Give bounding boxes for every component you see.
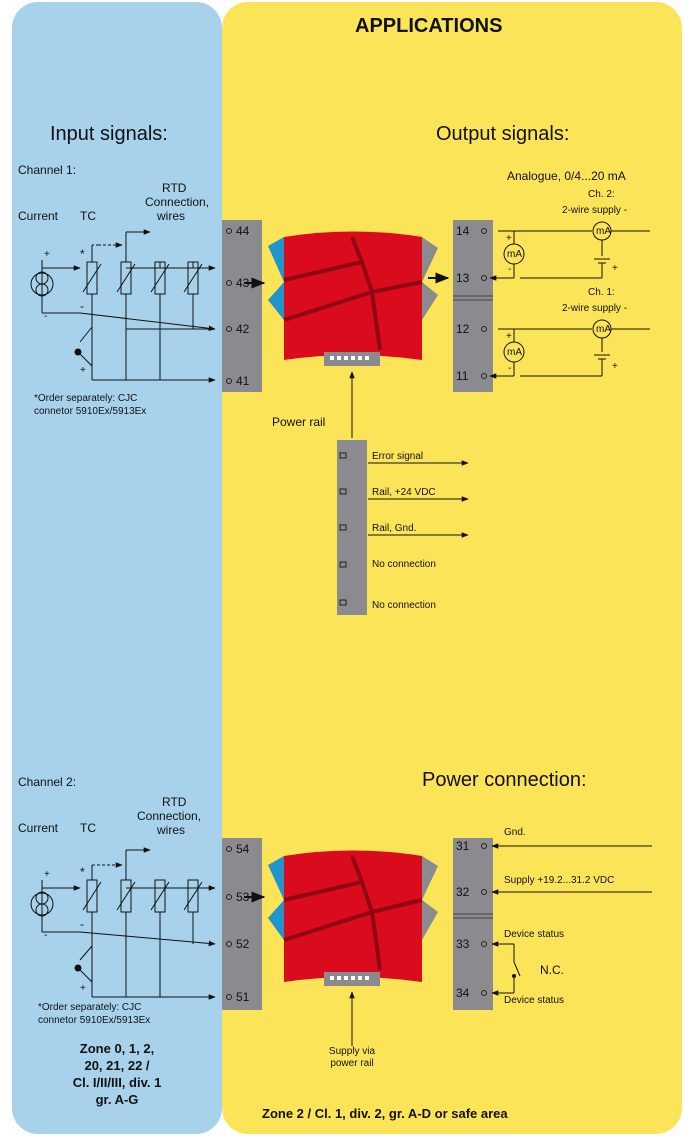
isolator-module-top xyxy=(268,231,438,366)
ma-supply-ch2-label: mA xyxy=(596,226,611,237)
current-label-1: Current xyxy=(18,209,59,223)
minus-sign: - xyxy=(80,299,84,313)
channel-1-label: Channel 1: xyxy=(18,163,77,177)
hazard-zone-line-1: Zone 0, 1, 2, xyxy=(79,1041,155,1056)
terminal-33: 33 xyxy=(456,937,470,951)
plus-sign: + xyxy=(506,331,512,342)
hazard-zone-line-4: gr. A-G xyxy=(95,1092,139,1107)
ch1-label: Ch. 1: xyxy=(588,287,615,298)
plus-sign: + xyxy=(44,249,50,260)
minus-sign: - xyxy=(508,363,512,374)
terminal-strips xyxy=(222,220,493,1010)
analogue-label: Analogue, 0/4...20 mA xyxy=(507,169,626,183)
page-title: APPLICATIONS xyxy=(355,15,503,37)
ch2-label: Ch. 2: xyxy=(588,189,615,200)
terminal-14: 14 xyxy=(456,224,470,238)
terminal-42: 42 xyxy=(236,322,250,336)
tc-label-2: TC xyxy=(80,821,96,835)
supply-via-line-2: power rail xyxy=(330,1058,374,1069)
device-status-1: Device status xyxy=(504,929,565,940)
plus-sign: + xyxy=(80,983,86,994)
rail-no-connection-1: No connection xyxy=(372,559,436,570)
star-mark: * xyxy=(80,865,85,879)
terminal-34: 34 xyxy=(456,986,470,1000)
hazardous-zone-panel xyxy=(12,2,222,1134)
ma-meter-ch2-label: mA xyxy=(507,249,522,260)
rail-24vdc: Rail, +24 VDC xyxy=(372,487,436,498)
terminal-43: 43 xyxy=(236,276,250,290)
nc-label: N.C. xyxy=(540,963,564,977)
current-label-2: Current xyxy=(18,821,59,835)
plus-sign: + xyxy=(80,365,86,376)
terminal-12: 12 xyxy=(456,322,470,336)
power-rail-label: Power rail xyxy=(272,415,326,429)
terminal-51: 51 xyxy=(236,990,250,1004)
ch2-supply-label: 2-wire supply - xyxy=(562,205,628,216)
rail-no-connection-2: No connection xyxy=(372,600,436,611)
wires-label-2: wires xyxy=(157,823,186,837)
terminal-54: 54 xyxy=(236,842,250,856)
terminal-32: 32 xyxy=(456,885,470,899)
hazard-zone-line-2: 20, 21, 22 / xyxy=(84,1058,150,1073)
channel-2-label: Channel 2: xyxy=(18,775,77,789)
output-signals-heading: Output signals: xyxy=(436,123,570,145)
supply-label: Supply +19.2...31.2 VDC xyxy=(504,875,615,886)
hazard-zone-line-3: Cl. I/II/III, div. 1 xyxy=(72,1075,162,1090)
cjc-note-1b: connetor 5910Ex/5913Ex xyxy=(34,406,147,417)
minus-sign: - xyxy=(508,264,512,275)
tc-label-1: TC xyxy=(80,209,96,223)
cjc-note-2a: *Order separately: CJC xyxy=(38,1002,142,1013)
terminal-52: 52 xyxy=(236,937,250,951)
star-mark: * xyxy=(80,247,85,261)
connection-label-2: Connection, xyxy=(137,809,202,823)
plus-sign: + xyxy=(44,869,50,880)
terminal-31: 31 xyxy=(456,839,470,853)
input-signals-heading: Input signals: xyxy=(50,123,168,145)
wires-label-1: wires xyxy=(157,209,186,223)
device-status-2: Device status xyxy=(504,995,565,1006)
plus-sign: + xyxy=(612,263,618,274)
cjc-note-2b: connetor 5910Ex/5913Ex xyxy=(38,1015,151,1026)
ch1-supply-label: 2-wire supply - xyxy=(562,303,628,314)
ma-supply-ch1-label: mA xyxy=(596,324,611,335)
supply-via-line-1: Supply via xyxy=(328,1046,376,1057)
rail-gnd: Rail, Gnd. xyxy=(372,523,417,534)
terminal-53: 53 xyxy=(236,890,250,904)
terminal-44: 44 xyxy=(236,224,250,238)
ma-meter-ch1-label: mA xyxy=(507,347,522,358)
safe-zone-label: Zone 2 / Cl. 1, div. 2, gr. A-D or safe … xyxy=(262,1106,508,1121)
power-connection-heading: Power connection: xyxy=(422,769,587,791)
minus-sign: - xyxy=(44,930,48,941)
cjc-note-1a: *Order separately: CJC xyxy=(34,393,138,404)
rtd-label-2: RTD xyxy=(162,795,187,809)
minus-sign: - xyxy=(44,311,48,322)
minus-sign: - xyxy=(80,917,84,931)
isolator-module-bottom xyxy=(268,850,438,986)
gnd-label: Gnd. xyxy=(504,827,526,838)
rail-error-signal: Error signal xyxy=(372,451,424,462)
plus-sign: + xyxy=(612,361,618,372)
terminal-41: 41 xyxy=(236,374,250,388)
plus-sign: + xyxy=(506,233,512,244)
rtd-label-1: RTD xyxy=(162,181,187,195)
terminal-13: 13 xyxy=(456,271,470,285)
connection-label-1: Connection, xyxy=(145,195,210,209)
terminal-11: 11 xyxy=(456,369,469,383)
